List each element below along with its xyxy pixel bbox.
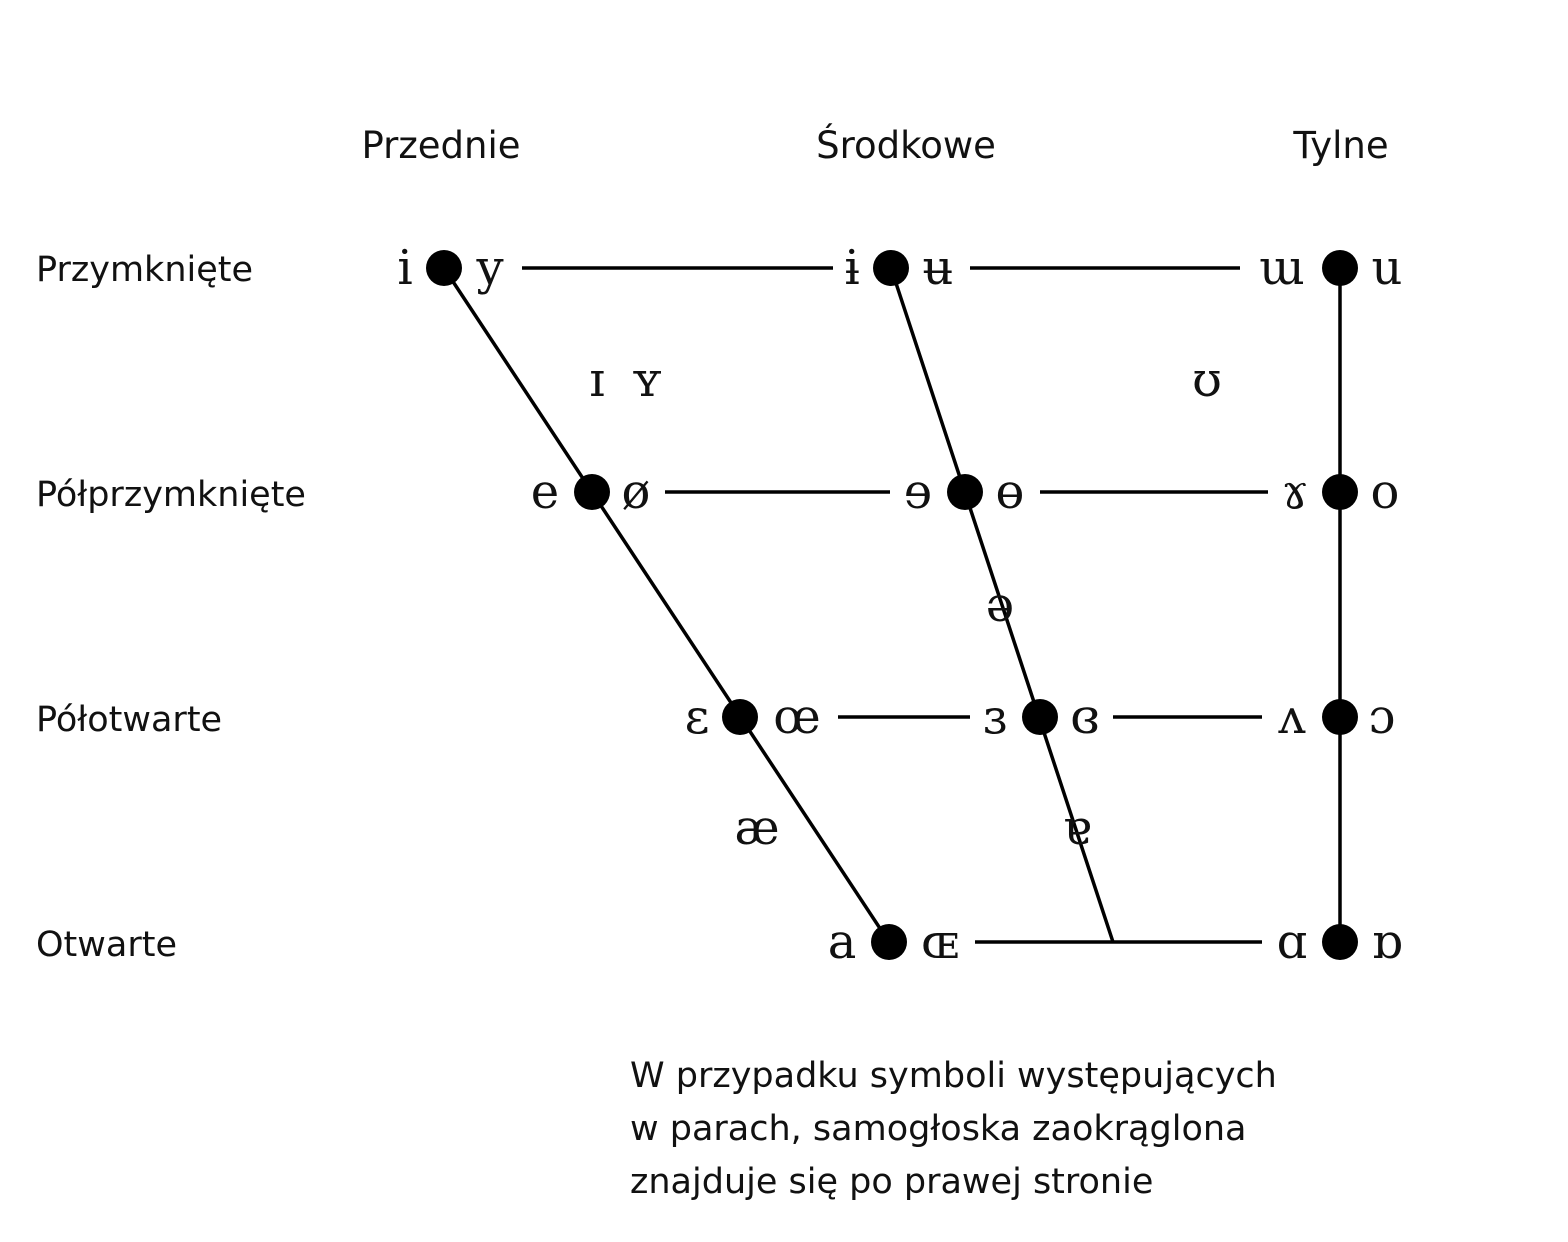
footnote: W przypadku symboli występujących w para… [630, 1050, 1277, 1209]
vowel-symbol: ɞ [1070, 689, 1099, 745]
vowel-symbol: ɯ [1259, 240, 1305, 296]
vowel-symbol: ɜ [983, 689, 1007, 745]
vowel-dot [1322, 250, 1358, 286]
chart-line [889, 267, 1115, 943]
vowel-symbol: ɤ [1281, 464, 1308, 520]
vowel-symbol: ʌ [1277, 689, 1305, 745]
vowel-symbol: e [531, 464, 559, 520]
vowel-symbol: ɐ [1063, 800, 1092, 856]
vowel-symbol: ɛ [685, 689, 710, 745]
chart-lines [442, 266, 1342, 944]
vowel-symbol: o [1371, 464, 1400, 520]
vowel-symbol: ʉ [923, 240, 954, 296]
vowel-dot [871, 924, 907, 960]
vowel-symbol: ɶ [921, 914, 959, 970]
vowel-symbol: u [1372, 240, 1403, 296]
chart-labels: Przednie Środkowe Tylne Przymknięte Półp… [36, 123, 1389, 965]
chart-dots [426, 250, 1358, 960]
chart-line [442, 267, 891, 943]
vowel-dot [947, 474, 983, 510]
vowel-symbol: ɪ [589, 352, 604, 408]
column-header-back: Tylne [1292, 124, 1388, 167]
row-label-open-mid: Półotwarte [36, 700, 222, 740]
vowel-symbol: ɒ [1372, 914, 1403, 970]
footnote-line: W przypadku symboli występujących [630, 1056, 1277, 1096]
vowel-symbol: a [828, 914, 857, 970]
vowel-symbol: ɘ [904, 464, 932, 520]
vowel-symbol: y [475, 240, 503, 296]
footnote-line: znajduje się po prawej stronie [630, 1162, 1154, 1202]
vowel-symbol: æ [734, 800, 779, 856]
vowel-symbol: ɵ [996, 464, 1025, 520]
footnote-line: w parach, samogłoska zaokrąglona [630, 1109, 1247, 1149]
vowel-dot [722, 699, 758, 735]
row-label-open: Otwarte [36, 925, 177, 965]
vowel-symbol: ʊ [1192, 352, 1222, 408]
vowel-symbol: i [397, 240, 412, 296]
vowel-dot [1322, 474, 1358, 510]
column-header-central: Środkowe [816, 123, 996, 167]
vowel-symbol: ɨ [844, 240, 859, 296]
vowel-symbol: ɑ [1277, 914, 1308, 970]
vowel-symbol: œ [773, 689, 820, 745]
vowel-dot [873, 250, 909, 286]
vowel-symbol: ə [986, 577, 1014, 633]
vowel-dot [1322, 924, 1358, 960]
vowel-dot [1322, 699, 1358, 735]
vowel-dot [574, 474, 610, 510]
vowel-symbol: ø [622, 464, 651, 520]
column-header-front: Przednie [361, 124, 520, 167]
vowel-symbol: ʏ [631, 352, 662, 408]
row-label-close-mid: Półprzymknięte [36, 475, 306, 515]
vowel-symbol: ɔ [1369, 689, 1396, 745]
vowel-dot [426, 250, 462, 286]
vowel-dot [1022, 699, 1058, 735]
row-label-close: Przymknięte [36, 250, 253, 290]
